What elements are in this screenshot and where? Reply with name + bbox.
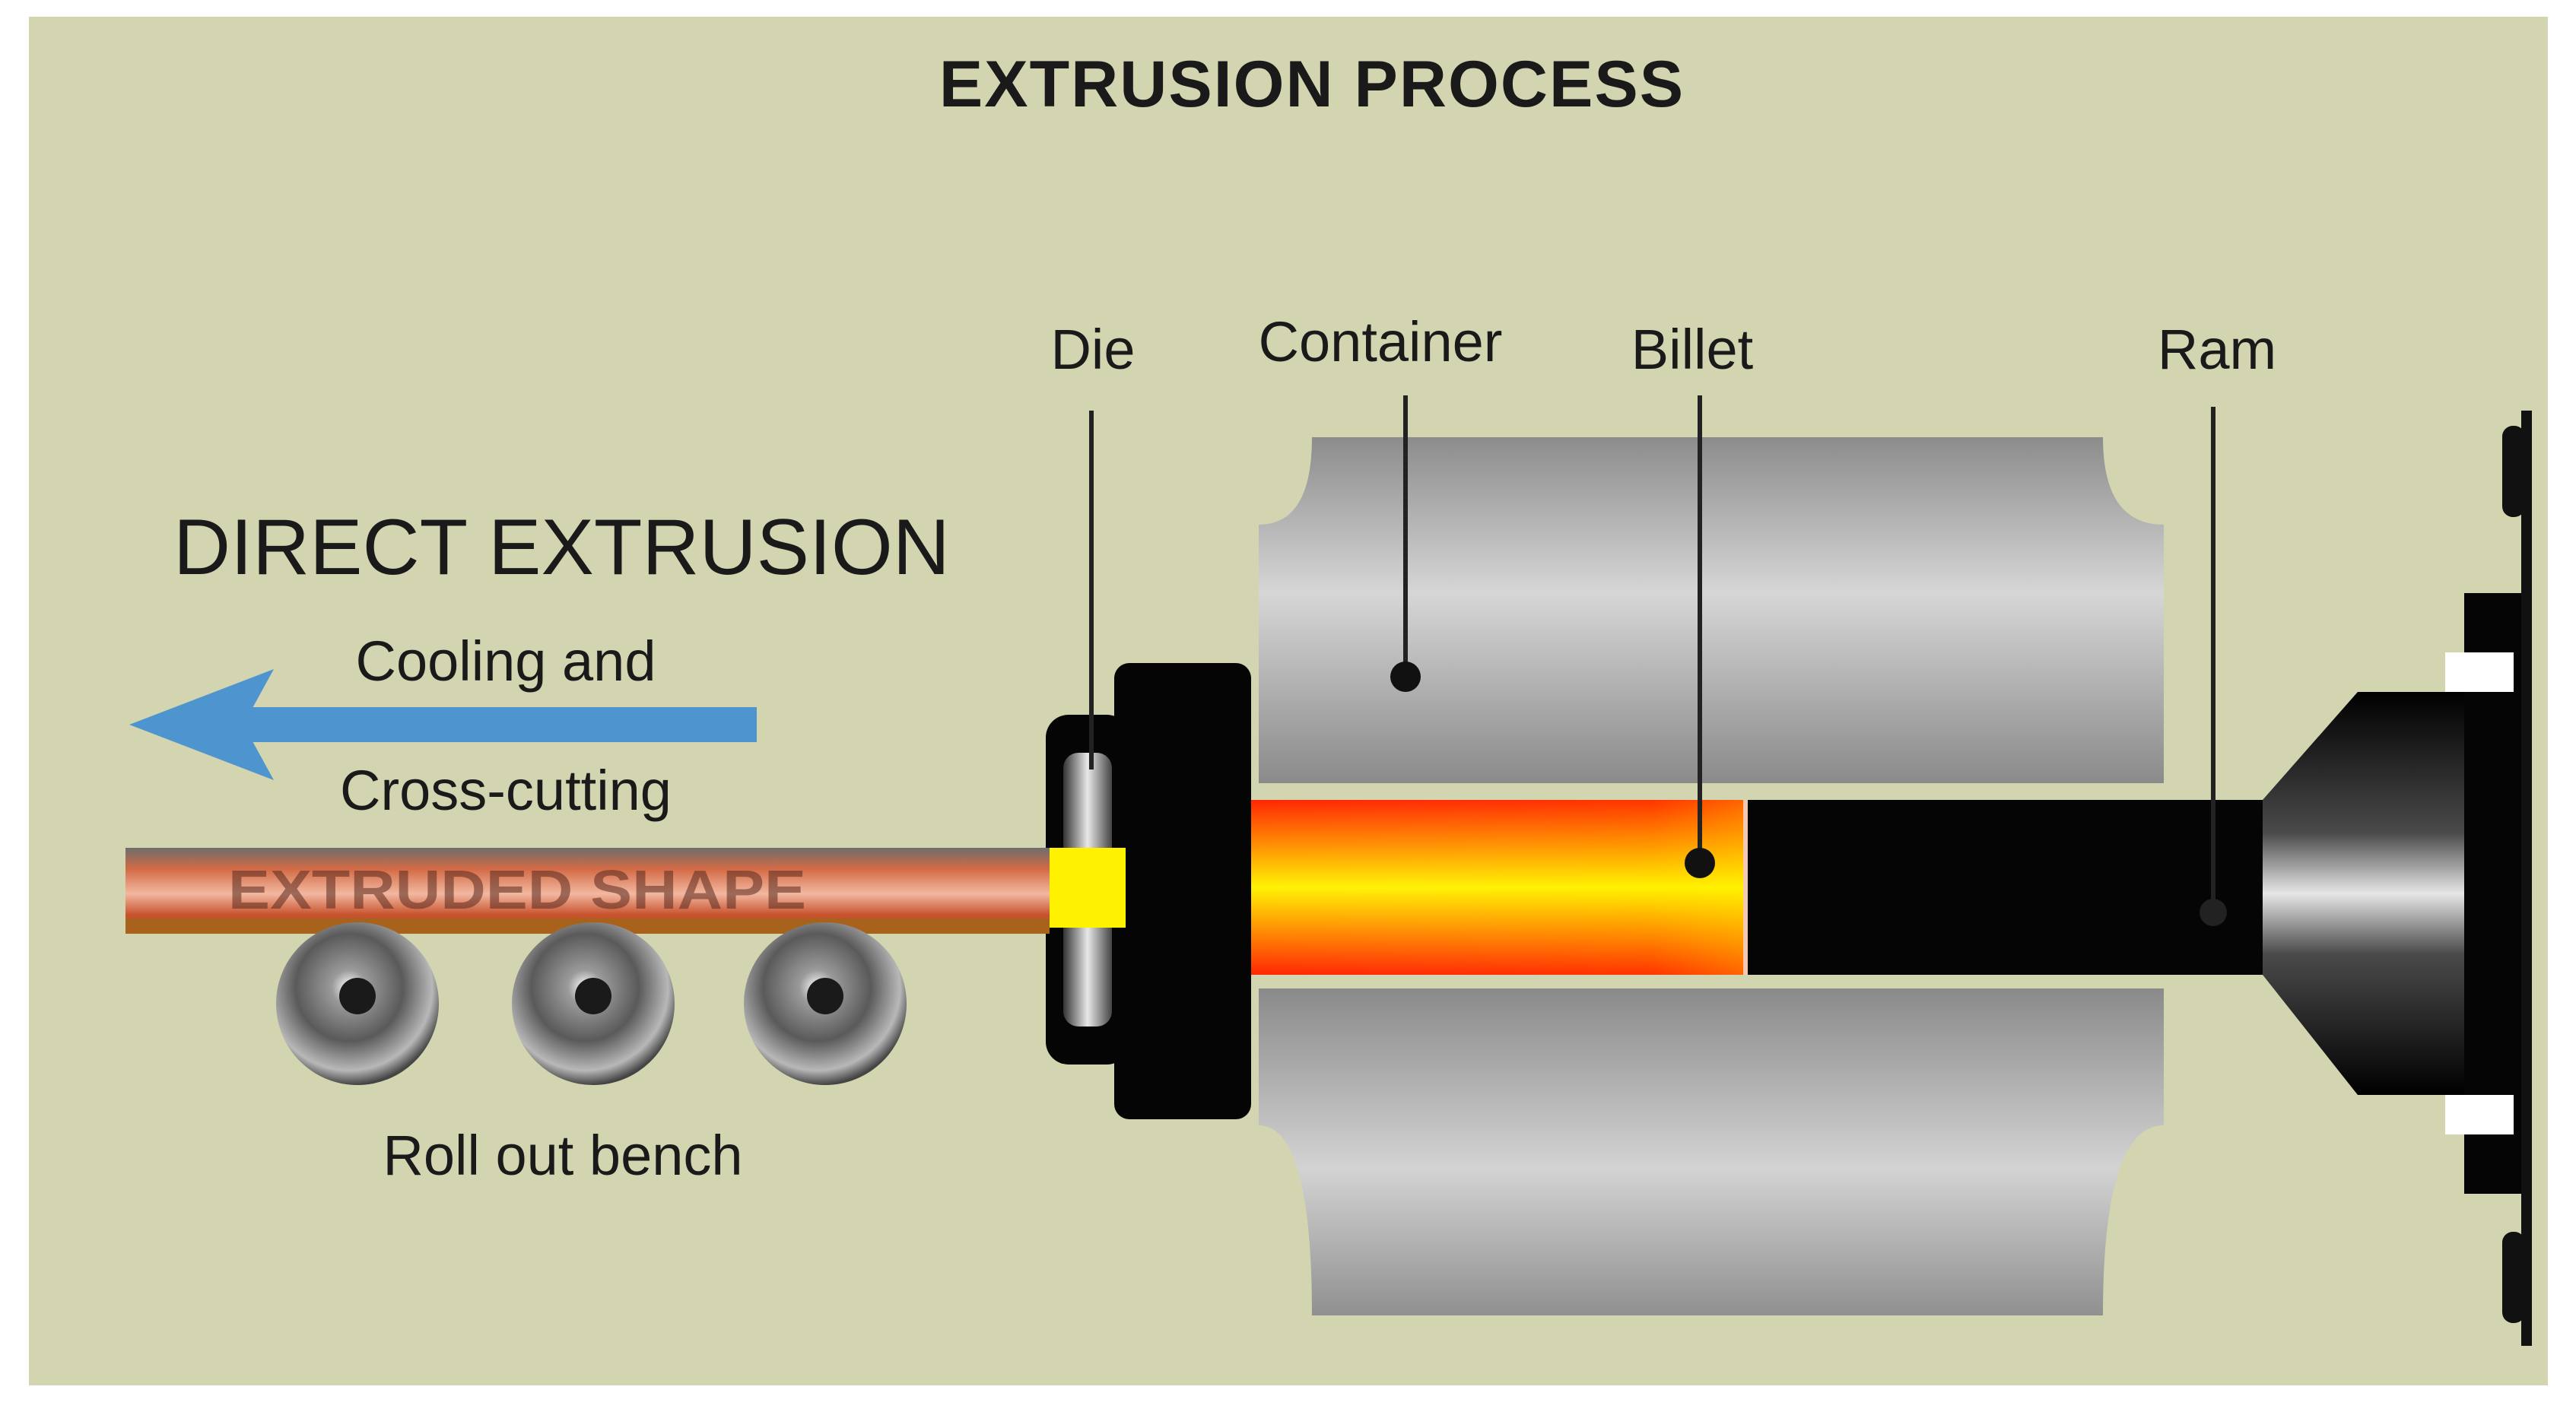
container-block — [1259, 437, 2164, 1315]
die-orifice-glow — [1042, 848, 1126, 928]
container-lower — [1259, 988, 2164, 1315]
billet-dot — [1685, 848, 1715, 878]
arrow-shaft — [228, 707, 757, 742]
leader-lines — [1089, 395, 2227, 926]
die — [1042, 663, 1251, 1119]
heading-direct-extrusion: DIRECT EXTRUSION — [173, 503, 950, 592]
container-upper — [1259, 437, 2164, 783]
container-dot — [1390, 662, 1421, 692]
ram-press — [1745, 411, 2532, 1346]
roll-out-bench-label: Roll out bench — [383, 1124, 742, 1187]
ram-stem — [1745, 800, 2263, 975]
ram-frame-upper — [2502, 426, 2525, 517]
container-label: Container — [1259, 310, 1503, 373]
ram-back-slot-upper — [2445, 652, 2514, 692]
ram-frame-rail — [2521, 411, 2532, 1346]
roller-icon-hub — [339, 978, 376, 1014]
extruded-shape-bar — [125, 848, 1050, 931]
arrow-text-line1: Cooling and — [356, 630, 656, 693]
ram-label: Ram — [2158, 318, 2276, 381]
extruded-shape-label: EXTRUDED SHAPE — [228, 860, 806, 921]
roller-icon-hub — [575, 978, 611, 1014]
die-label: Die — [1050, 318, 1135, 381]
ram-head — [2263, 692, 2472, 1095]
ram-back-plate — [2464, 593, 2521, 1194]
roller-icon-hub — [807, 978, 843, 1014]
billet-label: Billet — [1631, 318, 1754, 381]
arrow-text-line2: Cross-cutting — [340, 759, 672, 822]
diagram-title: EXTRUSION PROCESS — [939, 48, 1685, 121]
ram-frame-lower — [2502, 1232, 2525, 1323]
left-arrow-icon — [129, 669, 757, 780]
ram-dot — [2200, 899, 2227, 926]
die-block — [1114, 663, 1251, 1119]
extruded-shape: EXTRUDED SHAPE — [125, 848, 1050, 934]
ram-back-slot-lower — [2445, 1095, 2514, 1134]
arrow-head — [129, 669, 274, 780]
roll-out-bench — [276, 922, 907, 1085]
